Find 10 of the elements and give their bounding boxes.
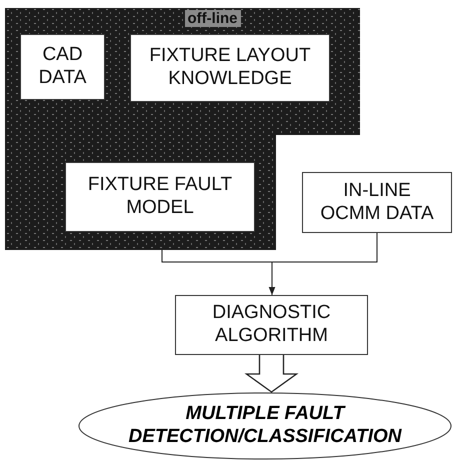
result-text: MULTIPLE FAULT DETECTION/CLASSIFICATION [127,403,403,449]
result-ellipse [78,392,452,460]
process-box: CAD DATA [20,34,105,100]
process-box: IN-LINE OCMM DATA [302,172,452,233]
region-label: off-line [184,10,240,27]
block-arrow [244,354,299,393]
process-box: FIXTURE FAULT MODEL [65,162,255,232]
process-box: DIAGNOSTIC ALGORITHM [175,295,368,355]
process-box: FIXTURE LAYOUT KNOWLEDGE [130,34,330,102]
arrow [268,232,378,296]
